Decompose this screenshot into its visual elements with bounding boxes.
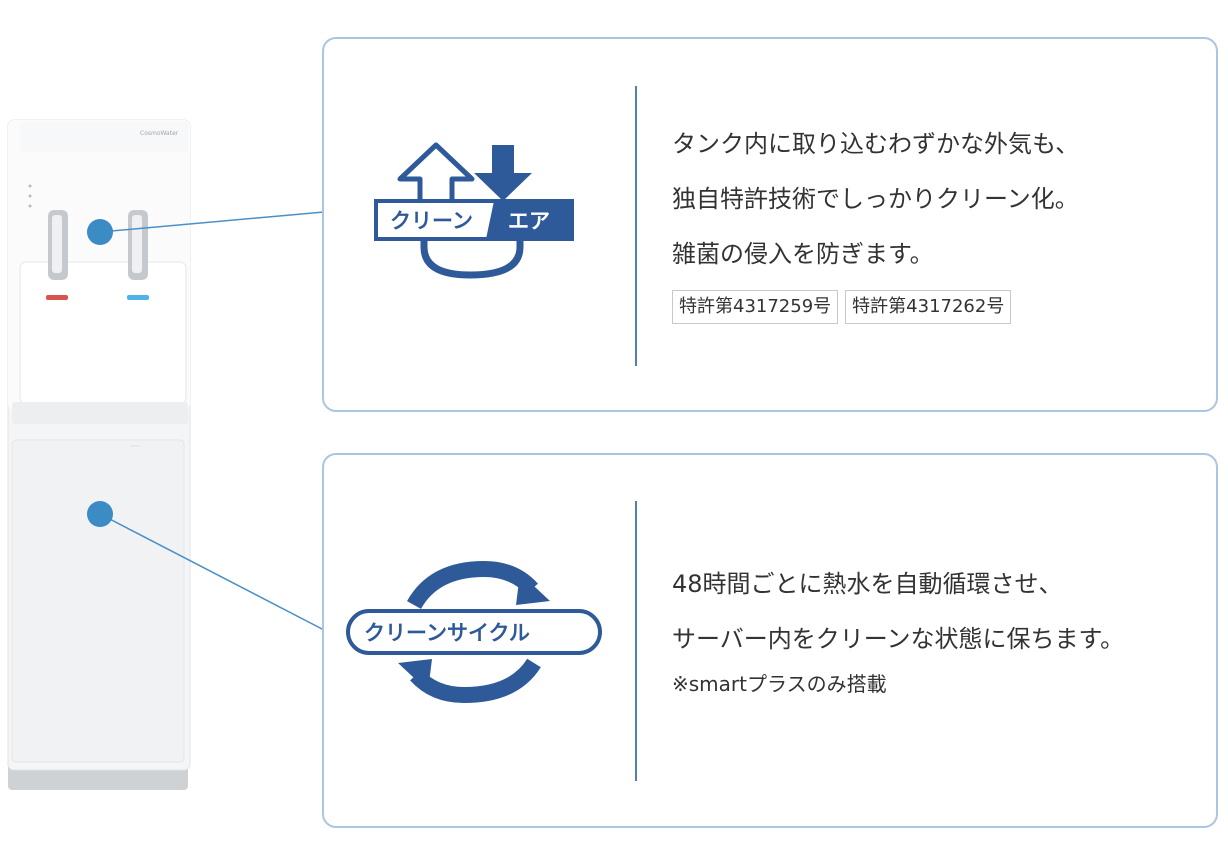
clean-air-card: クリーン エア タンク内に取り込むわずかな外気も、 独自特許技術でしっかりクリー… [322,37,1218,412]
card-divider [635,86,637,366]
description-line: 独自特許技術でしっかりクリーン化。 [672,185,1079,213]
patent-badge: 特許第4317259号 [672,290,839,324]
clean-air-logo: クリーン エア [374,142,574,279]
description-line: サーバー内をクリーンな状態に保ちます。 [672,625,1125,653]
clean-air-description: タンク内に取り込むわずかな外気も、 独自特許技術でしっかりクリーン化。 雑菌の侵… [672,117,1079,324]
availability-note: ※smartプラスのみ搭載 [672,672,887,696]
clean-cycle-logo: クリーンサイクル [346,560,602,704]
card-divider [635,501,637,781]
patent-badge: 特許第4317262号 [845,290,1012,324]
description-line: 48時間ごとに熱水を自動循環させ、 [672,570,1063,598]
clean-cycle-description: 48時間ごとに熱水を自動循環させ、 サーバー内をクリーンな状態に保ちます。 ※s… [672,557,1124,699]
patent-list: 特許第4317259号 特許第4317262号 [672,290,1079,324]
clean-air-logo-left-label: クリーン [390,209,473,233]
description-line: タンク内に取り込むわずかな外気も、 [672,130,1080,158]
description-line: 雑菌の侵入を防ぎます。 [672,240,934,268]
clean-cycle-logo-label: クリーンサイクル [364,621,530,645]
svg-text:CosmoWater: CosmoWater [140,130,179,137]
water-server-image: CosmoWater [7,119,191,790]
clean-air-logo-right-label: エア [508,209,550,233]
clean-cycle-card: クリーンサイクル 48時間ごとに熱水を自動循環させ、 サーバー内をクリーンな状態… [322,453,1218,828]
